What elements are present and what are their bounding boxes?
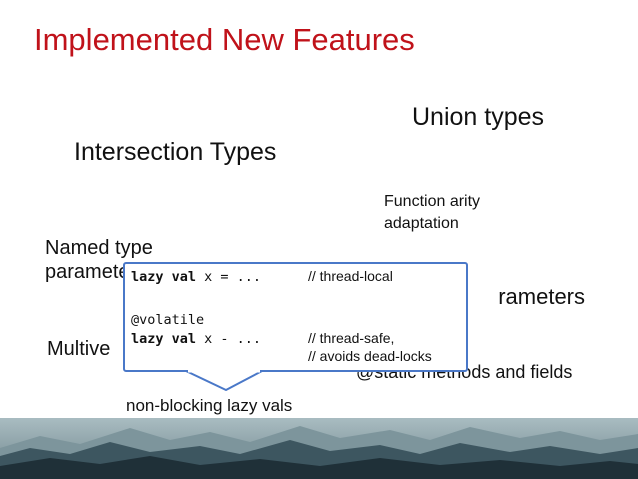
lazy-vals-label: non-blocking lazy vals <box>126 396 293 415</box>
callout-code: x - ... <box>196 331 262 347</box>
slide-title: Implemented New Features <box>34 22 415 57</box>
thread-local-comment: // thread-local <box>308 268 393 284</box>
callout-line-1: lazy val x = ... <box>131 268 261 285</box>
function-arity-label: Function arity adaptation <box>384 193 481 232</box>
lazy-val-keyword: lazy val <box>131 269 197 285</box>
mountain-landscape-image <box>0 418 638 479</box>
callout-line-2: lazy val x - ... <box>131 330 261 347</box>
multiversal-label: Multive <box>47 338 111 360</box>
type-params-label: rameters <box>498 284 585 309</box>
dead-locks-comment: // avoids dead-locks <box>308 348 432 364</box>
lazy-val-keyword: lazy val <box>131 331 197 347</box>
intersection-types-label: Intersection Types <box>74 138 277 166</box>
callout-code: x = ... <box>196 269 262 285</box>
named-type-params-label: Named type parameters <box>45 237 153 283</box>
lazy-val-callout: lazy val x = ... // thread-local @volati… <box>123 262 468 372</box>
thread-safe-comment: // thread-safe, <box>308 330 395 346</box>
union-types-label: Union types <box>412 103 545 131</box>
volatile-annotation: @volatile <box>131 312 205 328</box>
